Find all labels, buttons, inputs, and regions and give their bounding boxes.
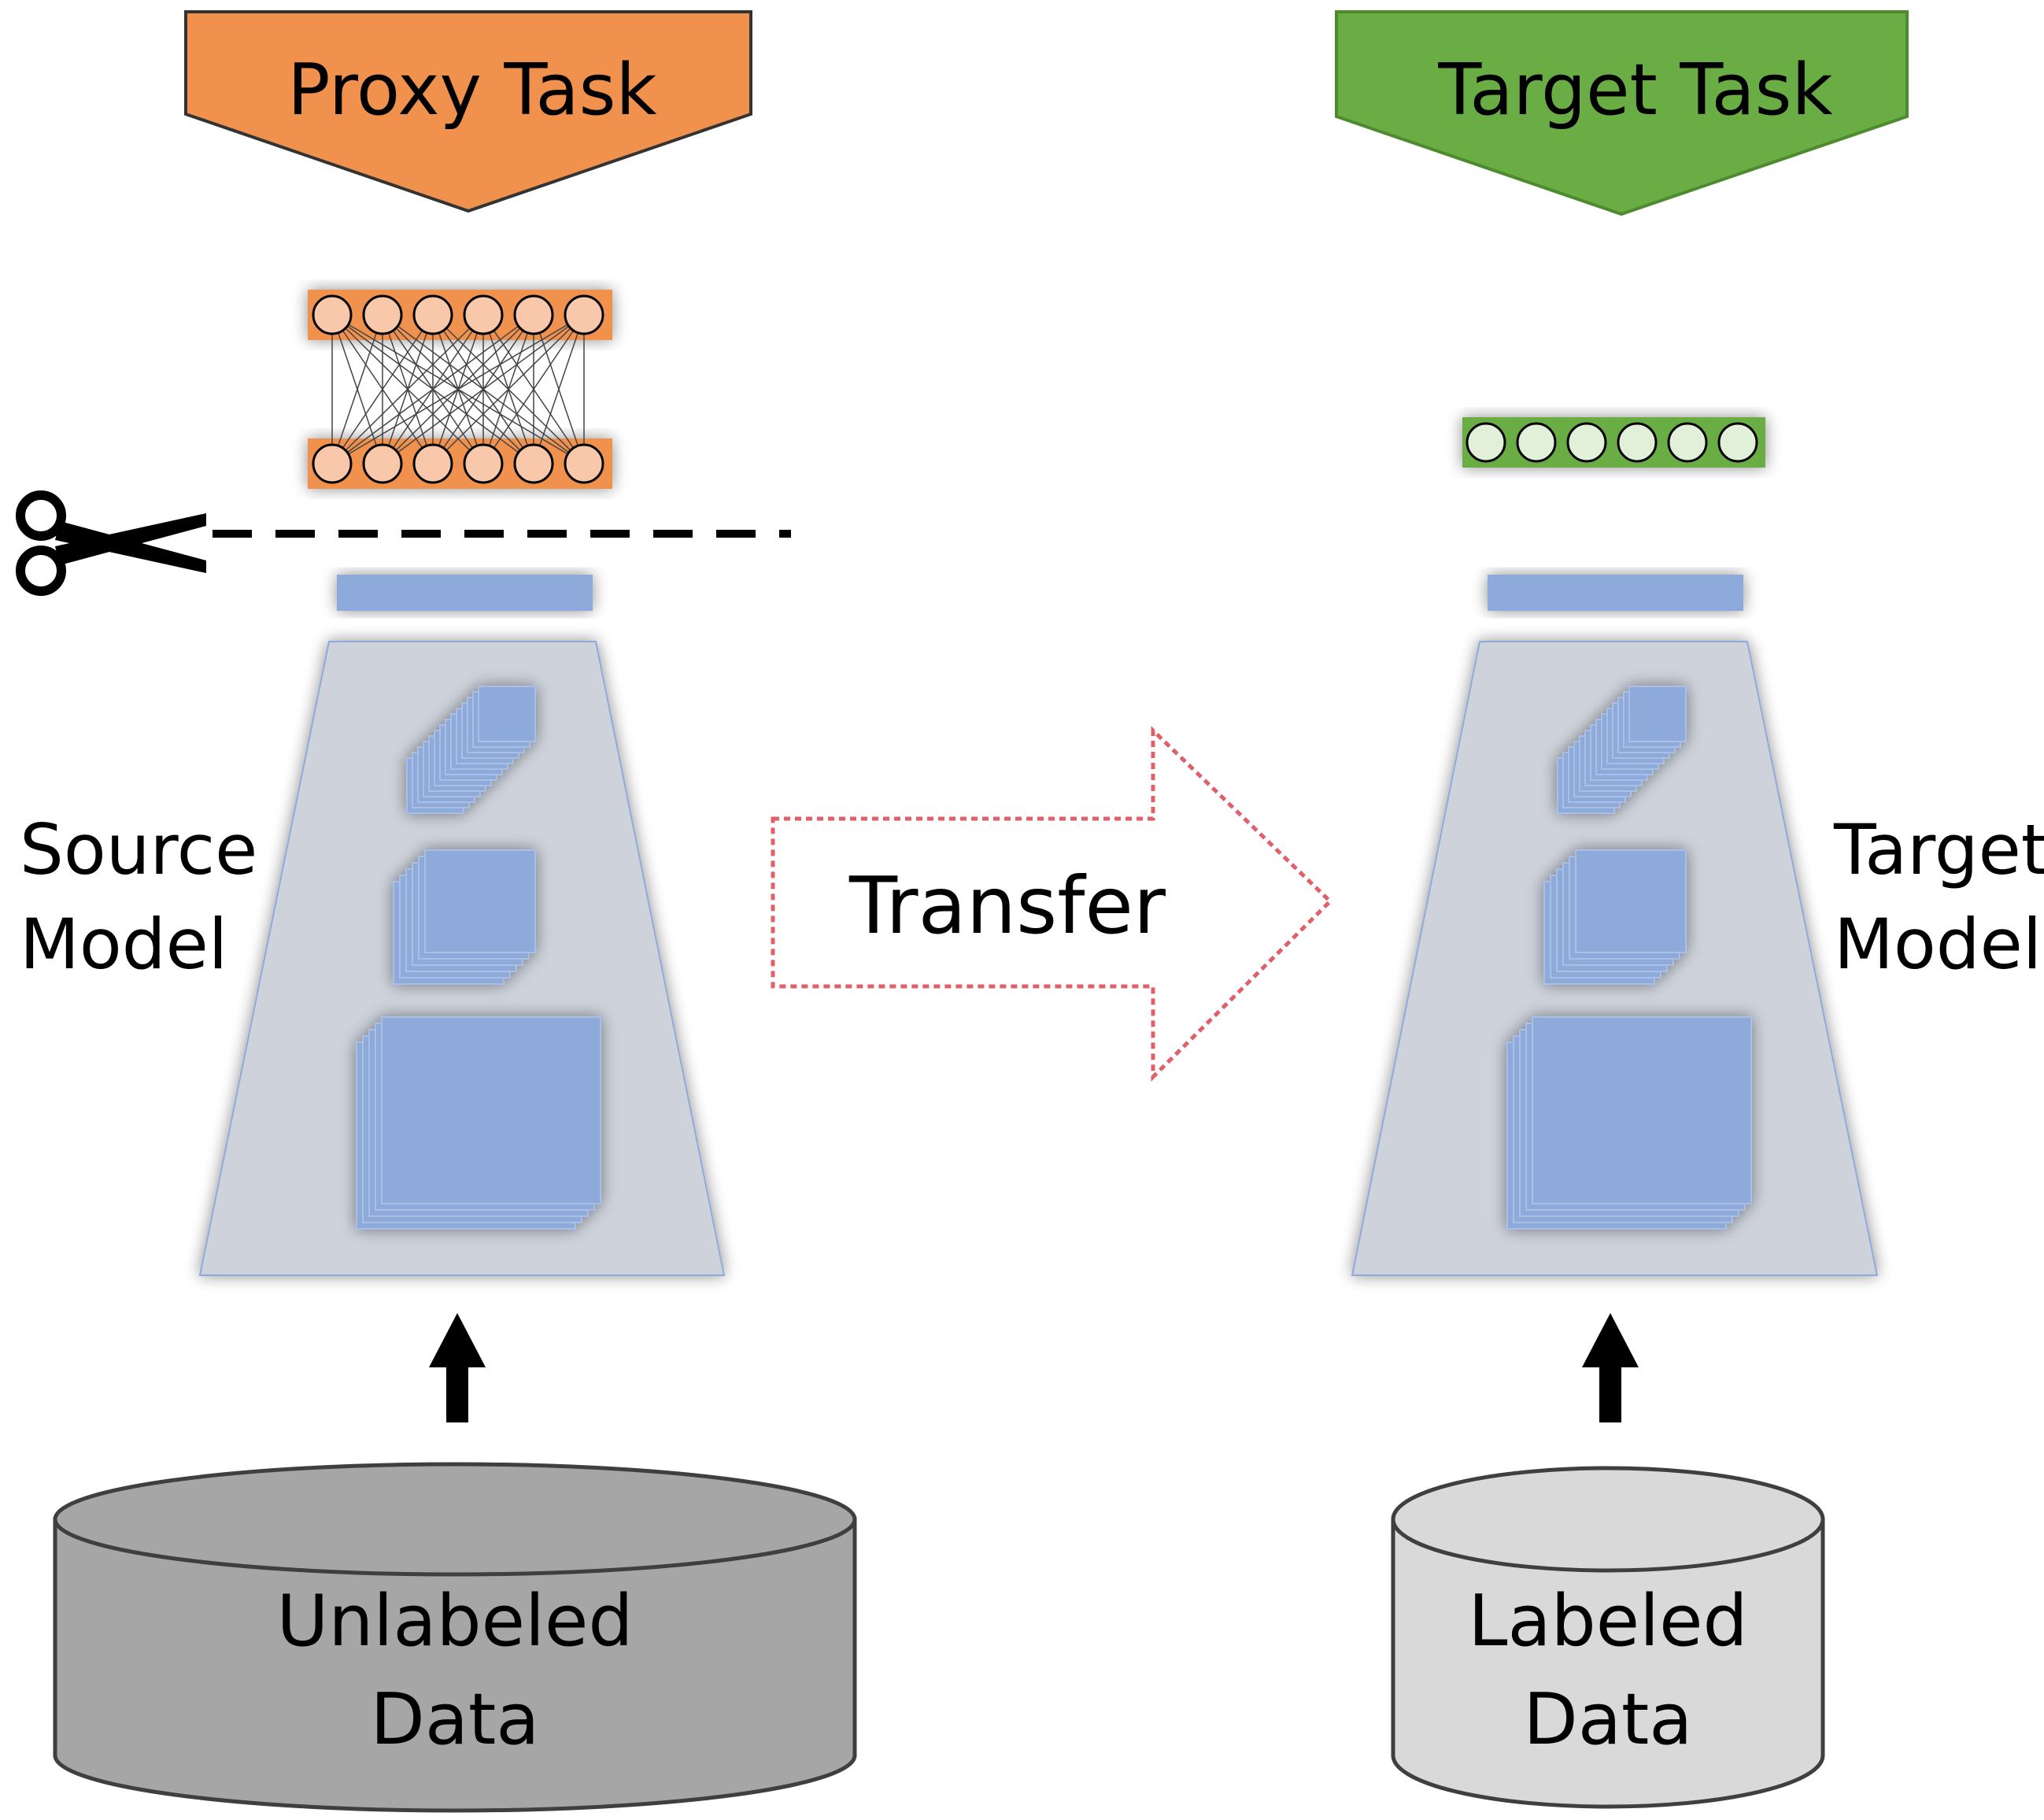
proxy-node (362, 443, 403, 484)
transfer-label: Transfer (848, 860, 1166, 952)
labeled-data-cylinder (1391, 1466, 1825, 1809)
feature-map-slice (381, 1016, 601, 1204)
proxy-task-label: Proxy Task (287, 49, 656, 131)
proxy-node (513, 443, 554, 484)
source-model (198, 575, 726, 1276)
proxy-connection (382, 314, 585, 464)
proxy-head-network (308, 290, 612, 489)
target-feature-bar (1488, 575, 1743, 611)
target-node (1566, 422, 1607, 463)
feature-map-slice (478, 686, 536, 742)
target-node (1617, 422, 1658, 463)
target-model-label-line1: Target (1833, 809, 2044, 890)
target-head-network (1462, 417, 1765, 468)
target-layer-blocks (1506, 686, 1752, 1230)
proxy-head-bottom-nodes (312, 443, 604, 484)
target-task-banner (1335, 10, 1909, 216)
proxy-node (412, 294, 453, 335)
proxy-node (463, 294, 504, 335)
unlabeled-data-cylinder (53, 1462, 857, 1813)
proxy-head-connections (331, 314, 585, 464)
proxy-node (463, 443, 504, 484)
proxy-connection (432, 314, 585, 464)
labeled-data-label-line2: Data (1524, 1678, 1693, 1761)
proxy-node (564, 443, 604, 484)
proxy-connection (331, 314, 383, 464)
unlabeled-data-label-line1: Unlabeled (276, 1580, 633, 1663)
unlabeled-data-label-line2: Data (371, 1678, 540, 1761)
target-node (1516, 422, 1557, 463)
proxy-connection (533, 314, 585, 464)
proxy-connection (331, 314, 585, 464)
proxy-connection (331, 314, 534, 464)
input-arrow-right (1582, 1313, 1639, 1422)
target-node (1717, 422, 1758, 463)
source-model-label-line2: Model (20, 904, 227, 985)
labeled-data-label-line1: Labeled (1468, 1580, 1747, 1663)
proxy-node (362, 294, 403, 335)
transfer-arrow (771, 726, 1333, 1082)
target-head-layer (1462, 417, 1765, 468)
proxy-connection (482, 314, 585, 464)
proxy-head-top-nodes (312, 294, 604, 335)
feature-map-slice (424, 849, 536, 953)
target-node (1466, 422, 1506, 463)
proxy-node (312, 443, 353, 484)
source-feature-bar (337, 575, 593, 611)
input-arrow-left (429, 1313, 486, 1422)
proxy-node (412, 443, 453, 484)
proxy-node (312, 294, 353, 335)
feature-map-slice (1575, 849, 1687, 953)
proxy-connection (331, 314, 434, 464)
source-layer-blocks (356, 686, 601, 1230)
scissors-icon (16, 490, 206, 596)
proxy-connection (331, 314, 484, 464)
target-head-nodes (1466, 422, 1758, 463)
target-model (1351, 575, 1879, 1276)
proxy-node (513, 294, 554, 335)
proxy-node (564, 294, 604, 335)
target-task-label: Target Task (1437, 49, 1832, 131)
feature-map-slice (1628, 686, 1687, 742)
feature-map-slice (1532, 1016, 1752, 1204)
source-model-label-line1: Source (20, 809, 257, 890)
proxy-task-banner (184, 10, 752, 213)
target-model-label-line2: Model (1834, 904, 2042, 985)
target-node (1667, 422, 1708, 463)
